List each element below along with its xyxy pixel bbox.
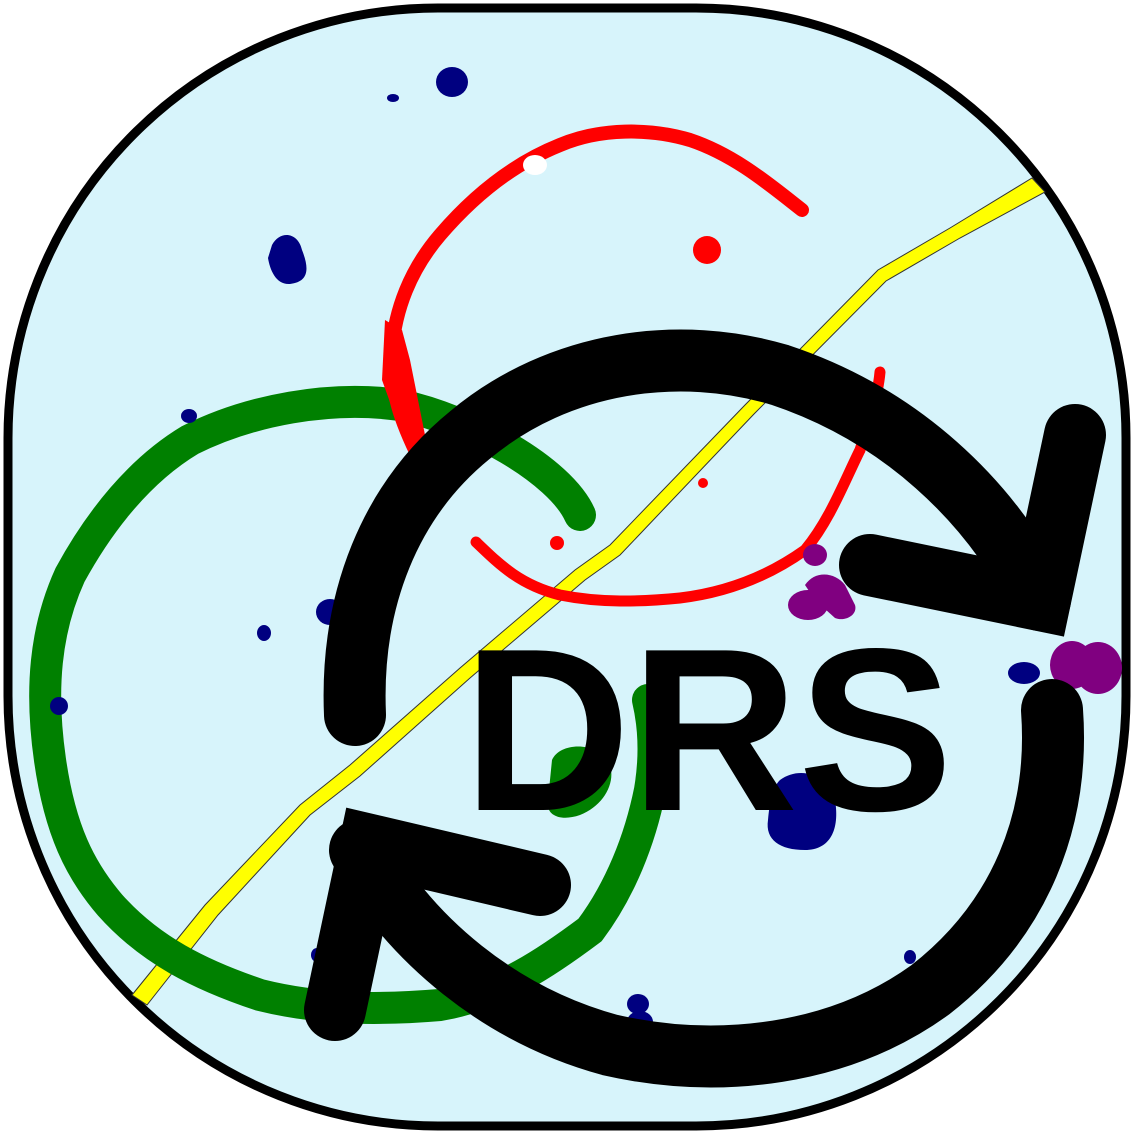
purple-spot-1 [803,544,827,566]
white-spot [523,155,547,175]
refresh-arrowhead-lower [304,807,571,1041]
red-track-thick [382,320,428,465]
app-label: DRS [463,601,953,860]
red-track-lower [470,366,886,607]
blue-spot-11 [627,994,649,1014]
purple-spot-5 [1050,641,1094,689]
red-dot-2 [550,536,564,550]
blue-spot-3 [268,234,307,285]
green-blob [547,746,612,818]
blue-spot-4 [181,409,197,423]
blue-spot-9 [1008,662,1040,684]
red-dot-3 [698,478,708,488]
yellow-track [131,177,1046,1006]
green-track [29,385,670,1024]
refresh-arrowhead-upper [839,404,1106,637]
refresh-arrows-icon [304,329,1106,1088]
blue-spot-8 [767,772,837,850]
refresh-arc-upper [323,329,1071,746]
blue-spot-1 [436,67,468,97]
purple-spot-3 [788,590,828,620]
blue-spot-10 [904,950,916,964]
blue-spot-6 [257,625,271,641]
blue-spot-2 [387,94,399,102]
purple-spot-2 [805,574,856,620]
blue-spot-7 [50,697,68,715]
red-dot-1 [693,236,721,264]
refresh-arc-lower [329,679,1084,1088]
icon-background [3,3,1131,1131]
